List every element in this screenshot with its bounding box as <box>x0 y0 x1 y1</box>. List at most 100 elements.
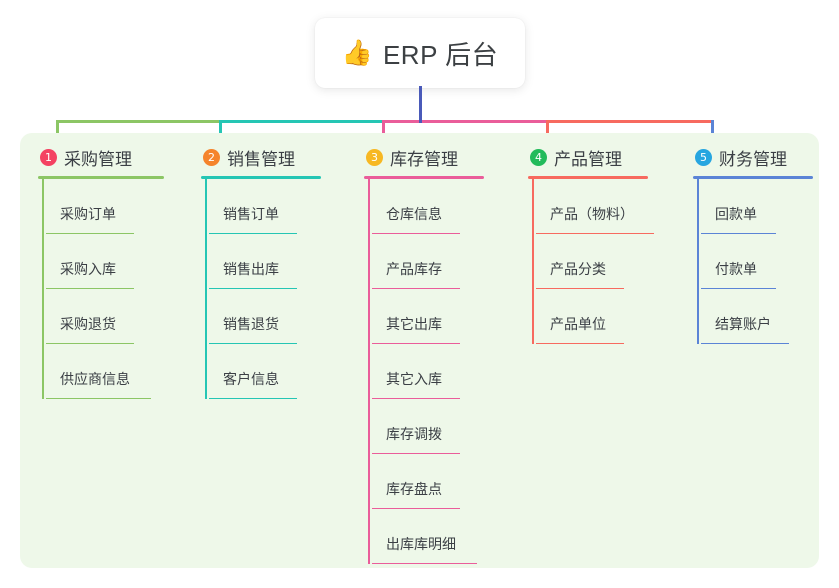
branch-item[interactable]: 其它入库 <box>368 344 484 399</box>
branch-item-label: 付款单 <box>715 261 757 277</box>
connector-bus-3 <box>382 120 549 123</box>
branch-item[interactable]: 销售出库 <box>205 234 321 289</box>
branch-item-rule <box>209 287 297 289</box>
branch-item-label: 供应商信息 <box>60 371 130 387</box>
branch-item[interactable]: 销售订单 <box>205 179 321 234</box>
branch-item-rule <box>536 287 624 289</box>
branch-item-label: 结算账户 <box>715 316 771 332</box>
branch-item-label: 其它出库 <box>386 316 442 332</box>
branch-item-rule <box>372 287 460 289</box>
branch-spine-5 <box>697 179 699 344</box>
connector-bus-2 <box>219 120 385 123</box>
branch-item[interactable]: 采购入库 <box>42 234 164 289</box>
branch-item[interactable]: 产品单位 <box>532 289 648 344</box>
branch-item[interactable]: 仓库信息 <box>368 179 484 234</box>
branch-item[interactable]: 出库库明细 <box>368 509 484 564</box>
branch-item-rule <box>372 342 460 344</box>
branch-item-rule <box>209 232 297 234</box>
branch-item-label: 产品库存 <box>386 261 442 277</box>
branch-item-list-5: 回款单付款单结算账户 <box>693 179 813 344</box>
connector-stub-4 <box>546 120 549 145</box>
branch-item[interactable]: 其它出库 <box>368 289 484 344</box>
branch-item-list-4: 产品（物料） 产品分类产品单位 <box>528 179 654 344</box>
branch-item[interactable]: 产品（物料） <box>532 179 654 234</box>
branch-item-label: 仓库信息 <box>386 206 442 222</box>
branch-column-5: 5 财务管理回款单付款单结算账户 <box>693 145 813 344</box>
branch-badge-1: 1 <box>40 148 57 166</box>
branch-item-list-2: 销售订单销售出库销售退货客户信息 <box>201 179 321 399</box>
branch-spine-2 <box>205 179 207 399</box>
branch-item[interactable]: 销售退货 <box>205 289 321 344</box>
branch-title-4: 产品管理 <box>554 149 622 169</box>
branch-column-4: 4 产品管理产品（物料） 产品分类产品单位 <box>528 145 654 344</box>
branch-spine-3 <box>368 179 370 564</box>
branch-item-label: 出库库明细 <box>386 536 456 552</box>
branch-rule-5 <box>693 176 813 179</box>
branch-item-label: 采购退货 <box>60 316 116 332</box>
branch-rule-2 <box>201 176 321 179</box>
branch-item-rule <box>372 562 477 564</box>
branch-item-label: 销售退货 <box>223 316 279 332</box>
branch-item-label: 销售订单 <box>223 206 279 222</box>
branch-title-2: 销售管理 <box>227 149 295 169</box>
root-node-title: ERP 后台 <box>382 39 499 70</box>
thumbs-up-icon: 👍 <box>341 38 373 67</box>
branch-item-rule <box>209 342 297 344</box>
connector-stub-1 <box>56 120 59 145</box>
connector-trunk <box>419 86 422 123</box>
branch-item[interactable]: 库存调拨 <box>368 399 484 454</box>
branch-header-5[interactable]: 5 财务管理 <box>693 145 813 169</box>
branch-item-label: 其它入库 <box>386 371 442 387</box>
branch-item-rule <box>46 397 151 399</box>
branch-item-list-3: 仓库信息产品库存其它出库其它入库库存调拨库存盘点出库库明细 <box>364 179 484 564</box>
branch-header-2[interactable]: 2 销售管理 <box>201 145 321 169</box>
branch-item-label: 产品（物料） <box>550 206 634 222</box>
branch-item-rule <box>372 232 460 234</box>
branch-item-rule <box>536 232 654 234</box>
branch-badge-5: 5 <box>695 148 712 166</box>
root-node-card[interactable]: 👍 ERP 后台 <box>315 18 525 88</box>
branch-rule-1 <box>38 176 164 179</box>
branch-spine-4 <box>532 179 534 344</box>
branch-column-2: 2 销售管理销售订单销售出库销售退货客户信息 <box>201 145 321 399</box>
branch-column-3: 3 库存管理仓库信息产品库存其它出库其它入库库存调拨库存盘点出库库明细 <box>364 145 484 564</box>
branch-item[interactable]: 结算账户 <box>697 289 813 344</box>
branch-item-label: 产品单位 <box>550 316 606 332</box>
branch-title-5: 财务管理 <box>719 149 787 169</box>
branch-item-list-1: 采购订单采购入库采购退货供应商信息 <box>38 179 164 399</box>
branch-item-rule <box>701 342 789 344</box>
branch-item-rule <box>701 287 776 289</box>
branch-item-rule <box>372 507 460 509</box>
branch-item-rule <box>701 232 776 234</box>
branch-rule-4 <box>528 176 648 179</box>
branch-item-rule <box>46 287 134 289</box>
branch-item-label: 产品分类 <box>550 261 606 277</box>
branch-item[interactable]: 产品库存 <box>368 234 484 289</box>
branch-item[interactable]: 产品分类 <box>532 234 648 289</box>
branch-badge-4: 4 <box>530 148 547 166</box>
connector-stub-2 <box>219 120 222 145</box>
branch-item[interactable]: 付款单 <box>697 234 813 289</box>
branch-title-3: 库存管理 <box>390 149 458 169</box>
branch-item[interactable]: 采购订单 <box>42 179 164 234</box>
connector-stub-5 <box>711 120 714 145</box>
branch-item[interactable]: 采购退货 <box>42 289 164 344</box>
branch-badge-3: 3 <box>366 148 383 166</box>
branch-item-label: 销售出库 <box>223 261 279 277</box>
branch-item[interactable]: 客户信息 <box>205 344 321 399</box>
branch-item-label: 回款单 <box>715 206 757 222</box>
branch-item[interactable]: 回款单 <box>697 179 813 234</box>
branch-item-label: 库存盘点 <box>386 481 442 497</box>
branch-item-rule <box>372 397 460 399</box>
branch-item[interactable]: 供应商信息 <box>42 344 164 399</box>
branch-item-rule <box>372 452 460 454</box>
branch-item[interactable]: 库存盘点 <box>368 454 484 509</box>
branch-item-rule <box>46 342 134 344</box>
connector-bus-1 <box>56 120 222 123</box>
branch-header-3[interactable]: 3 库存管理 <box>364 145 484 169</box>
branch-header-4[interactable]: 4 产品管理 <box>528 145 648 169</box>
branch-badge-2: 2 <box>203 148 220 166</box>
